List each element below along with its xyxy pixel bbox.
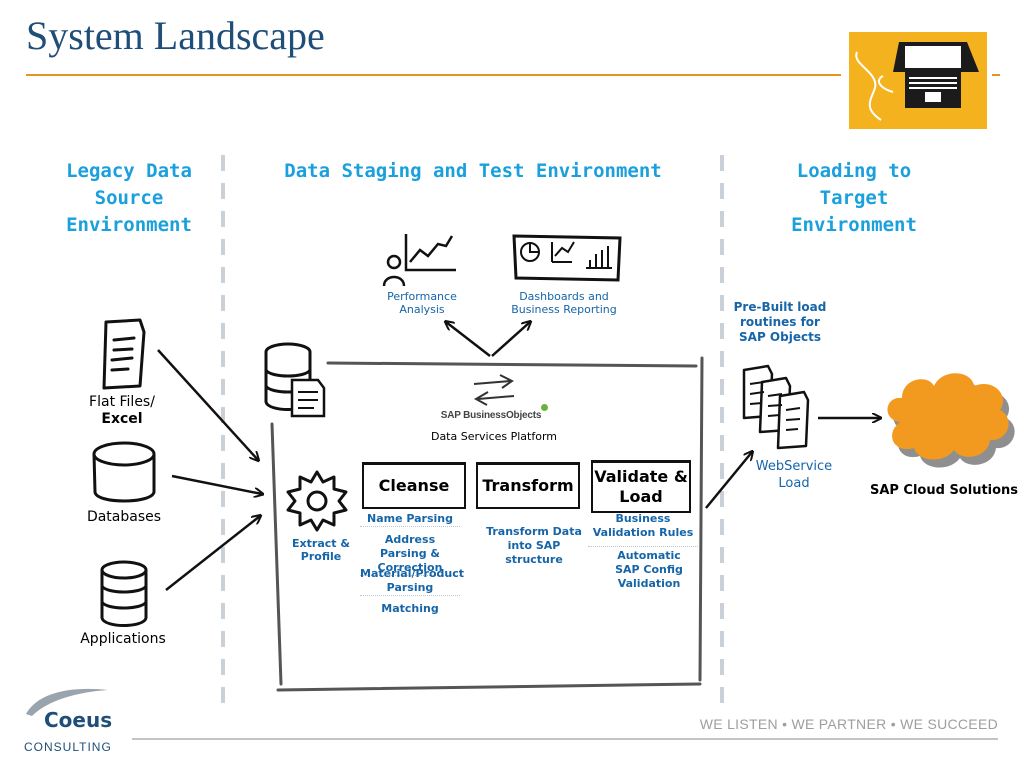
laptop-icon bbox=[855, 42, 979, 121]
cleanse-item: Name Parsing bbox=[360, 512, 460, 527]
cleanse-title: Cleanse bbox=[378, 476, 450, 495]
cleanse-item: Matching bbox=[381, 602, 439, 615]
cleanse-item: Address Parsing & Correction bbox=[360, 533, 460, 576]
coeus-logo-text: Coeus bbox=[44, 708, 113, 732]
dashboard-icon bbox=[512, 234, 622, 282]
applications-label: Applications bbox=[80, 631, 166, 647]
arrows-icon bbox=[473, 374, 515, 406]
sap-cloud-label: SAP Cloud Solutions bbox=[869, 483, 1019, 498]
header-loading: Loading to Target Environment bbox=[791, 160, 917, 236]
page-title: System Landscape bbox=[26, 13, 325, 58]
footer-rule bbox=[132, 738, 998, 740]
validate-load-title: Validate & Load bbox=[594, 467, 688, 506]
cleanse-item: Material/Product Parsing bbox=[360, 567, 465, 596]
databases-label: Databases bbox=[86, 509, 162, 525]
document-icon bbox=[102, 318, 146, 390]
laptop-badge bbox=[849, 32, 987, 129]
chart-person-icon bbox=[382, 234, 456, 287]
coeus-logo-sub: CONSULTING bbox=[24, 740, 112, 754]
validate-item: Automatic SAP Config Validation bbox=[615, 549, 683, 590]
sap-businessobjects-logo: SAP BusinessObjects bbox=[440, 410, 542, 421]
transform-item: Transform Data into SAP structure bbox=[486, 525, 582, 566]
title-underline bbox=[26, 74, 841, 76]
transform-box: Transform bbox=[476, 462, 580, 509]
database-icon bbox=[92, 441, 156, 503]
excel-label: Excel bbox=[101, 411, 143, 427]
sap-logo-dot bbox=[541, 404, 548, 411]
title-underline-tail bbox=[992, 74, 1000, 76]
flat-files-label: Flat Files/ bbox=[89, 394, 155, 410]
extract-profile-label: Extract & Profile bbox=[292, 537, 350, 563]
header-legacy: Legacy Data Source Environment bbox=[66, 160, 192, 236]
coeus-logo-swoosh bbox=[26, 688, 108, 716]
document-stack-icon bbox=[742, 364, 810, 450]
separator-right bbox=[720, 155, 724, 710]
webservice-load-label: WebService Load bbox=[755, 459, 833, 491]
cleanse-box: Cleanse bbox=[362, 462, 466, 509]
separator-left bbox=[221, 155, 225, 710]
performance-analysis-label: Performance Analysis bbox=[387, 290, 457, 316]
validate-item: Business Validation Rules bbox=[588, 512, 698, 547]
prebuilt-routines-label: Pre-Built load routines for SAP Objects bbox=[733, 300, 827, 344]
data-services-caption: Data Services Platform bbox=[430, 430, 558, 443]
dashboards-label: Dashboards and Business Reporting bbox=[511, 290, 617, 316]
cloud-icon bbox=[887, 373, 1015, 468]
validate-load-box: Validate & Load bbox=[591, 460, 691, 513]
gear-icon bbox=[286, 470, 348, 532]
transform-title: Transform bbox=[482, 476, 574, 495]
header-staging: Data Staging and Test Environment bbox=[284, 160, 662, 182]
footer-tagline: WE LISTEN • WE PARTNER • WE SUCCEED bbox=[699, 716, 998, 732]
database-icon bbox=[264, 342, 326, 418]
database-icon bbox=[100, 560, 148, 627]
